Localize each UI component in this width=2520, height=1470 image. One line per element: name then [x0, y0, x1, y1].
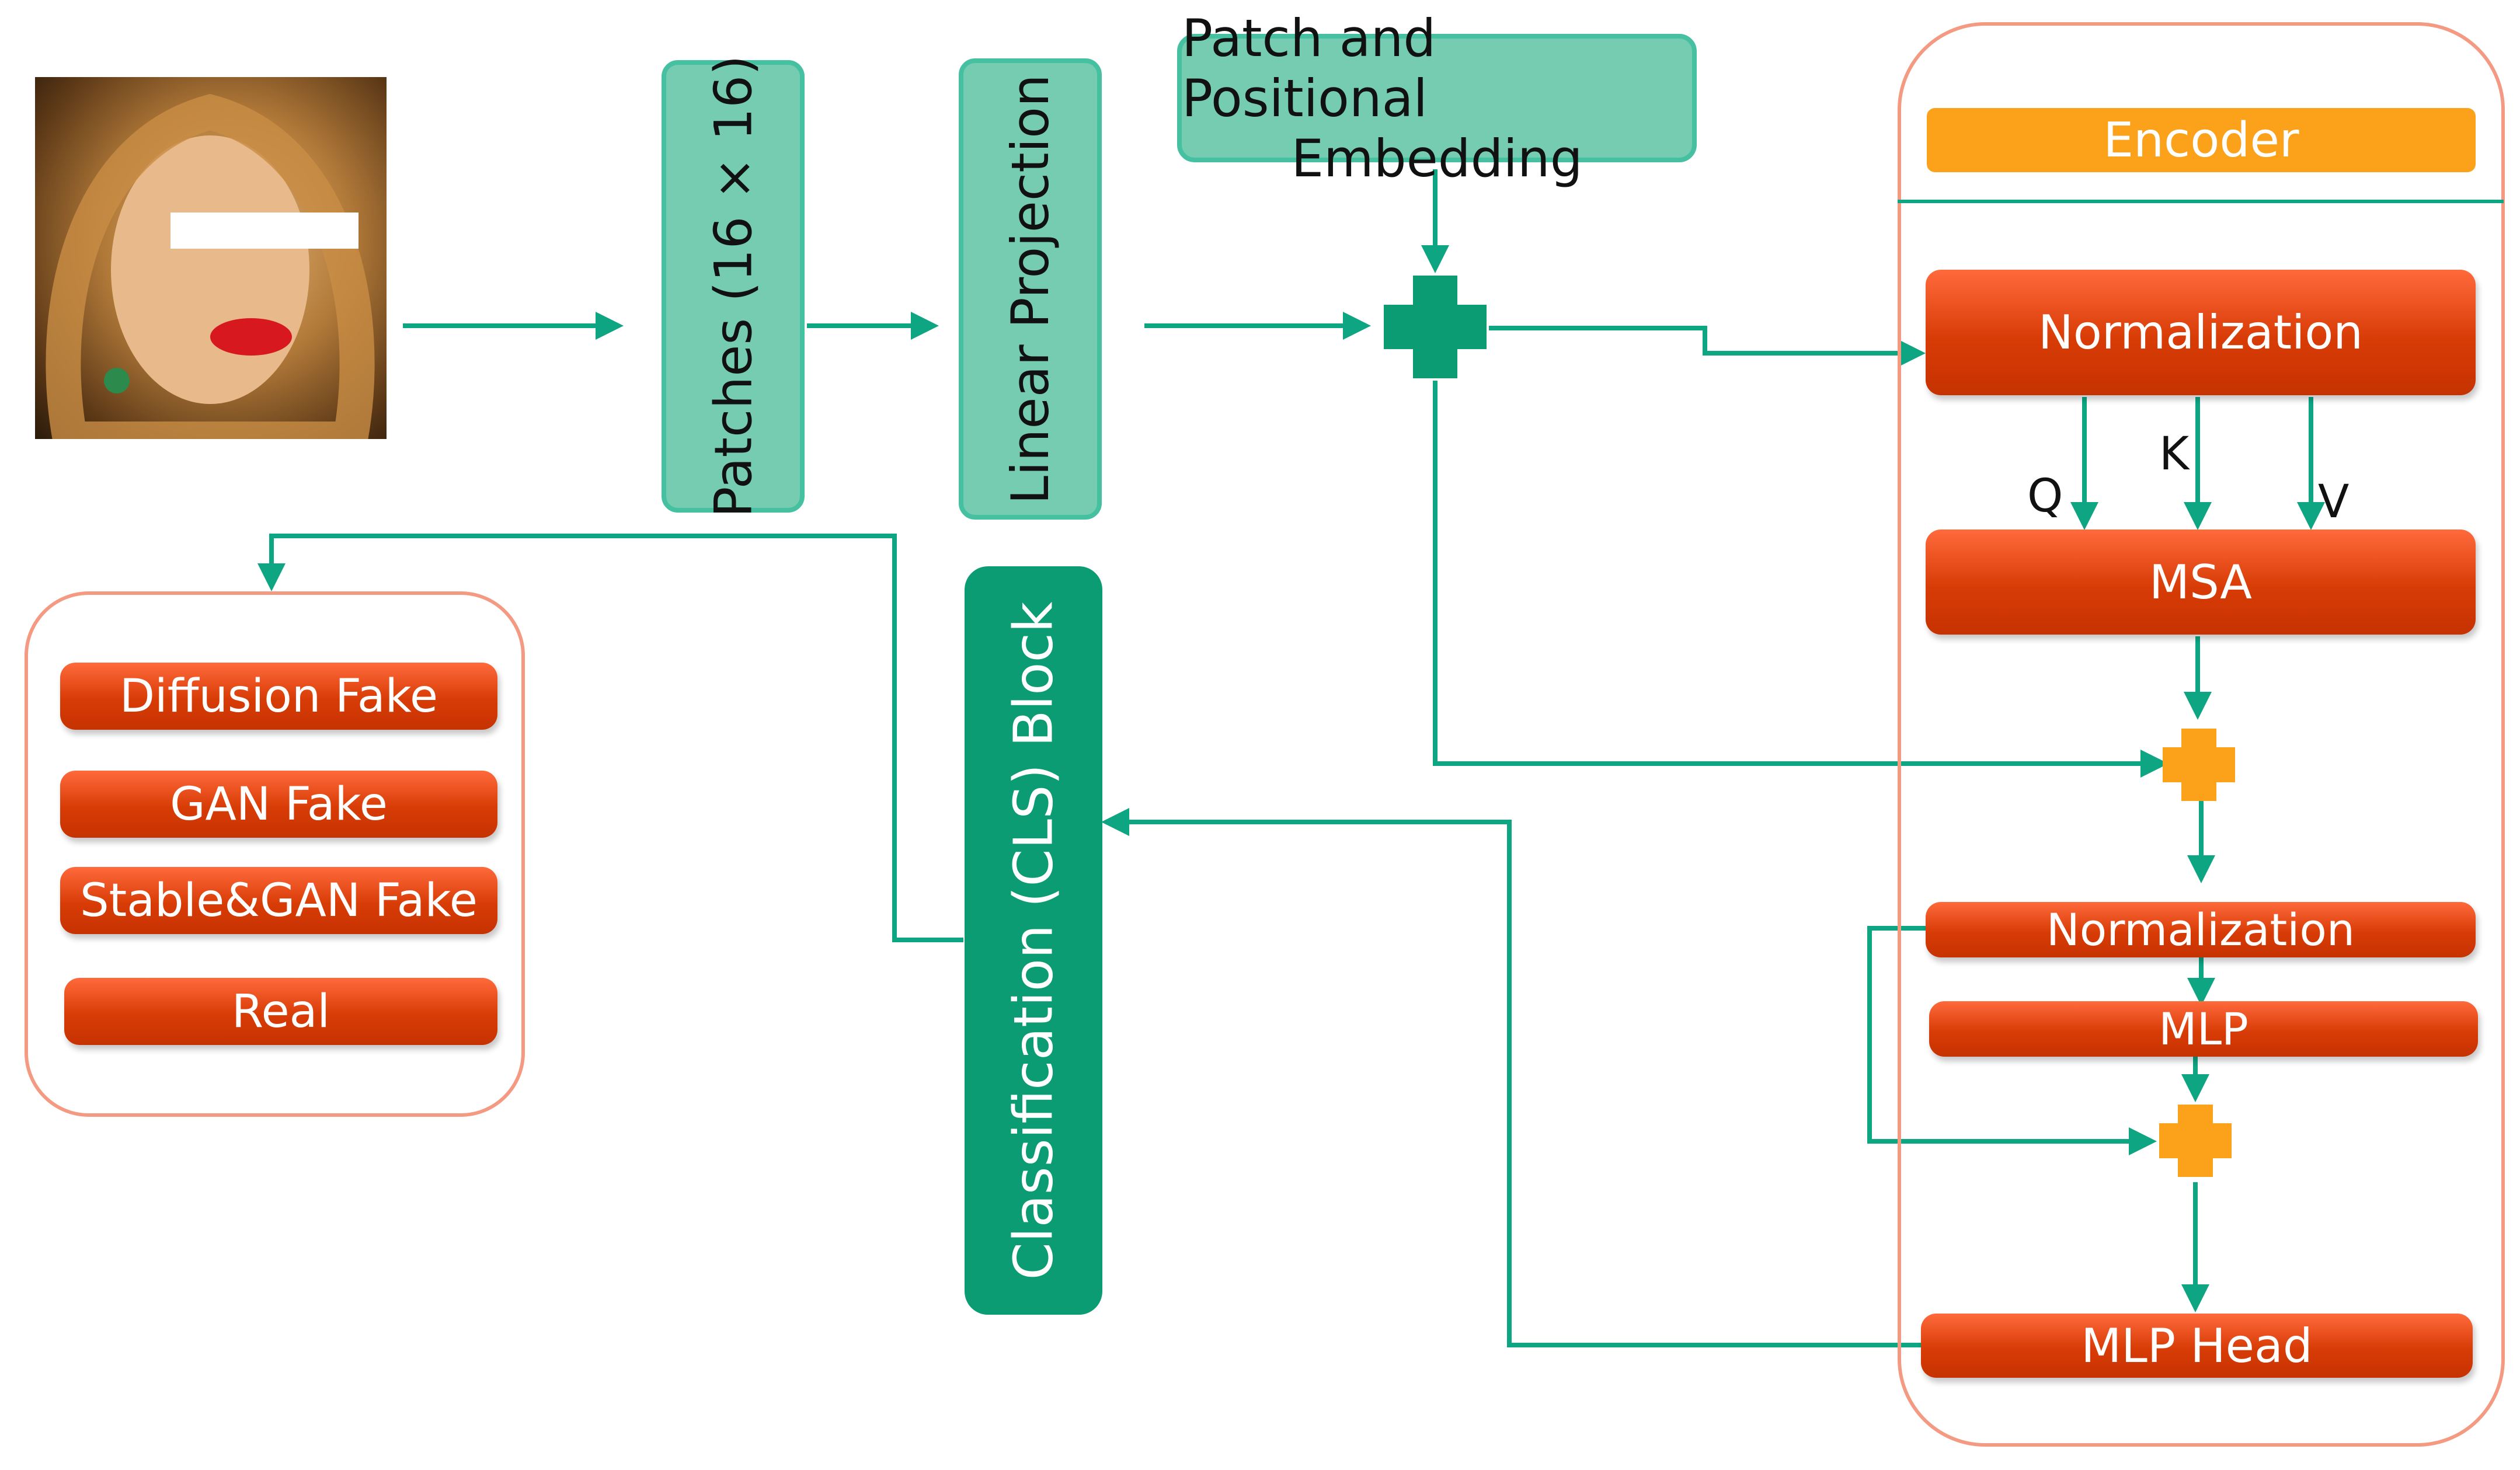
query-label: Q [2027, 470, 2063, 522]
normalization-block-2: Normalization [1926, 902, 2476, 957]
embedding-label-line-1: Patch and Positional [1182, 8, 1436, 128]
value-label: V [2318, 476, 2350, 528]
arrow-cls-to-outputs [257, 534, 963, 942]
encoder-title-label: Encoder [2103, 112, 2299, 168]
output-stable-gan-fake: Stable&GAN Fake [60, 867, 497, 934]
arrow-residual-1 [1433, 379, 2169, 778]
key-label: K [2159, 428, 2190, 480]
plus-icon-residual-2 [2159, 1105, 2232, 1177]
mlp-label: MLP [2159, 1003, 2248, 1055]
patches-block: Patches (16 × 16) [662, 55, 805, 517]
linear-projection-block: Linear Projection [959, 58, 1102, 520]
output-diffusion-fake: Diffusion Fake [60, 663, 497, 730]
embedding-label-line-2: Embedding [1291, 128, 1583, 189]
msa-block: MSA [1926, 530, 2476, 635]
embedding-block: Patch and Positional Embedding [1177, 8, 1697, 189]
patches-label: Patches (16 × 16) [703, 55, 763, 518]
mlp-head-label: MLP Head [2081, 1318, 2313, 1373]
msa-label: MSA [2149, 555, 2252, 609]
output-gan-fake-label: GAN Fake [170, 778, 388, 831]
arrow-plus-to-normalization [1489, 326, 1926, 367]
output-stable-gan-fake-label: Stable&GAN Fake [80, 874, 478, 927]
mlp-head-block: MLP Head [1921, 1314, 2473, 1378]
output-classes-panel [25, 591, 525, 1117]
classification-block: Classification (CLS) Block [965, 566, 1102, 1315]
plus-icon-residual-1 [2163, 729, 2235, 801]
linear-projection-label: Linear Projection [1000, 74, 1060, 504]
classification-block-label: Classification (CLS) Block [1002, 601, 1065, 1280]
arrow-mlp-head-to-cls [1101, 808, 1921, 1347]
mlp-block: MLP [1929, 1001, 2478, 1057]
normalization-1-label: Normalization [2038, 305, 2363, 360]
output-diffusion-fake-label: Diffusion Fake [119, 670, 438, 723]
output-real-label: Real [231, 985, 330, 1038]
input-image [35, 77, 387, 439]
normalization-block-1: Normalization [1926, 270, 2476, 395]
encoder-panel [1898, 22, 2505, 1447]
output-real: Real [64, 978, 497, 1045]
plus-icon-embedding [1381, 273, 1489, 381]
encoder-title: Encoder [1927, 108, 2476, 172]
face-photo-icon [46, 93, 375, 439]
normalization-2-label: Normalization [2046, 904, 2355, 956]
encoder-divider [1898, 200, 2504, 203]
output-gan-fake: GAN Fake [60, 771, 497, 838]
